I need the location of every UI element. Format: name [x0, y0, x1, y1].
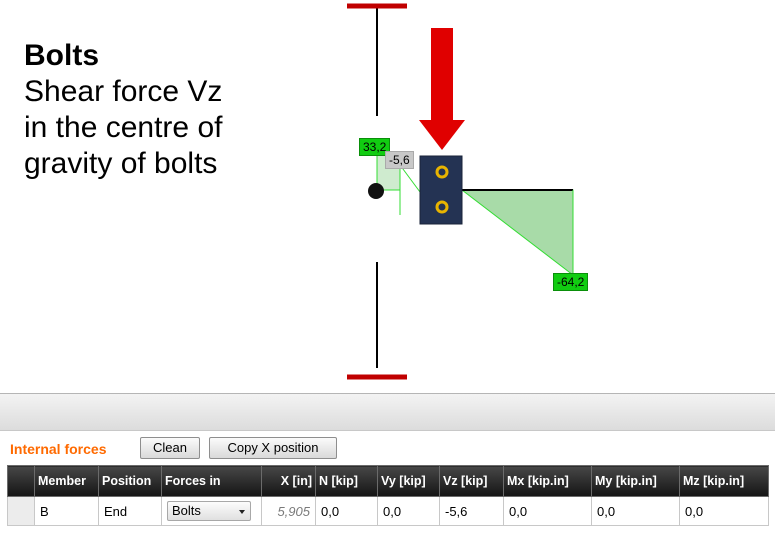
centre-of-gravity-dot: [368, 183, 384, 199]
header-x[interactable]: X [in]: [261, 465, 316, 497]
header-mx[interactable]: Mx [kip.in]: [503, 465, 592, 497]
load-arrow-head: [419, 120, 465, 150]
internal-forces-table: Member Position Forces in X [in] N [kip]…: [7, 465, 769, 526]
table-row[interactable]: B End Bolts 5,905 0,0 0,0 -5,6 0,0 0,0 0…: [7, 496, 769, 526]
header-vy[interactable]: Vy [kip]: [377, 465, 440, 497]
bolt-top: [435, 165, 449, 179]
cell-member[interactable]: B: [34, 496, 99, 526]
cell-my[interactable]: 0,0: [591, 496, 680, 526]
forces-in-value: Bolts: [172, 503, 201, 518]
copy-x-position-button[interactable]: Copy X position: [209, 437, 337, 459]
diagram-canvas: [347, 3, 574, 380]
caption-line-2: in the centre of: [24, 111, 223, 144]
structural-diagram[interactable]: 33,2 -5,6 -64,2: [0, 0, 775, 390]
bolt-bottom: [435, 200, 449, 214]
header-position[interactable]: Position: [98, 465, 162, 497]
cell-mz[interactable]: 0,0: [679, 496, 769, 526]
chevron-down-icon: [239, 510, 245, 514]
header-n[interactable]: N [kip]: [315, 465, 378, 497]
caption-line-1: Shear force Vz: [24, 75, 223, 108]
diagram-label-bottom: -64,2: [553, 273, 589, 291]
caption-block: Bolts Shear force Vz in the centre of gr…: [24, 38, 324, 182]
table-header-row: Member Position Forces in X [in] N [kip]…: [7, 465, 769, 497]
caption-title: Bolts: [24, 39, 99, 72]
shear-line-1: [399, 164, 421, 193]
header-mz[interactable]: Mz [kip.in]: [679, 465, 769, 497]
cell-mx[interactable]: 0,0: [503, 496, 592, 526]
diagram-label-top: 33,2: [359, 138, 391, 156]
caption-line-3: gravity of bolts: [24, 147, 218, 180]
cell-forces-in[interactable]: Bolts: [161, 496, 262, 526]
diagram-label-center: -5,6: [385, 151, 414, 169]
header-vz[interactable]: Vz [kip]: [439, 465, 504, 497]
load-arrow-shaft: [431, 28, 453, 122]
cell-vy[interactable]: 0,0: [377, 496, 440, 526]
row-selector[interactable]: [7, 496, 35, 526]
internal-forces-toolbar: Internal forces Clean Copy X position: [0, 432, 775, 462]
header-corner: [7, 465, 35, 497]
header-member[interactable]: Member: [34, 465, 99, 497]
cell-x[interactable]: 5,905: [261, 496, 316, 526]
header-my[interactable]: My [kip.in]: [591, 465, 680, 497]
shear-diagram-right: [460, 189, 574, 277]
panel-splitter[interactable]: [0, 393, 775, 431]
section-title: Internal forces: [10, 441, 107, 457]
forces-in-dropdown[interactable]: Bolts: [167, 501, 251, 521]
cell-n[interactable]: 0,0: [315, 496, 378, 526]
clean-button[interactable]: Clean: [140, 437, 200, 459]
cell-vz[interactable]: -5,6: [439, 496, 504, 526]
cell-position[interactable]: End: [98, 496, 162, 526]
header-forces-in[interactable]: Forces in: [161, 465, 262, 497]
